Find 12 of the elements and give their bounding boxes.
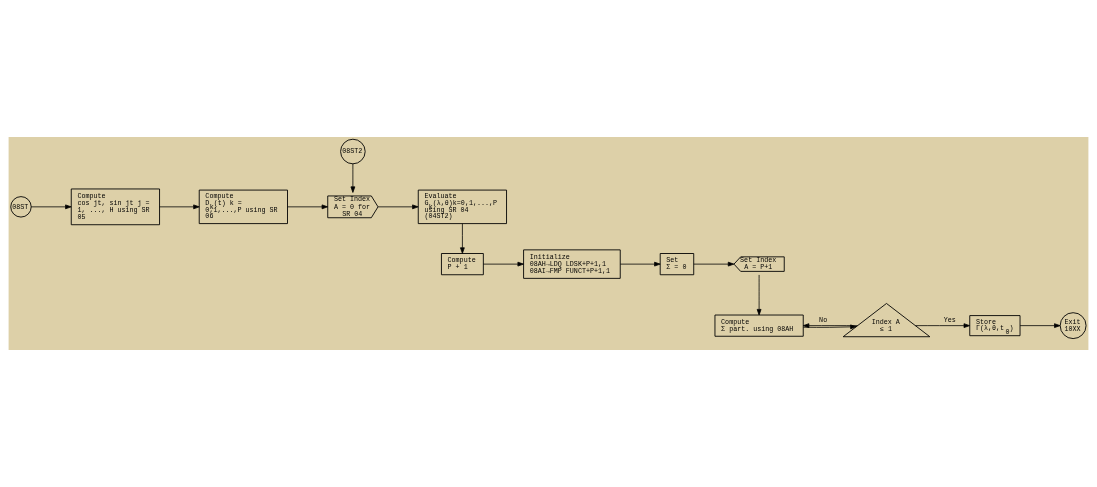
arrow [693,261,735,267]
arrow [159,204,200,210]
arrow [482,261,524,267]
arrow [619,261,661,267]
arrow [30,204,72,210]
arrow [460,223,465,254]
arrow [756,274,762,316]
arrow [915,323,970,328]
arrow [350,163,356,193]
arrow [1019,323,1061,328]
arrow [377,204,419,210]
arrow [287,204,329,210]
